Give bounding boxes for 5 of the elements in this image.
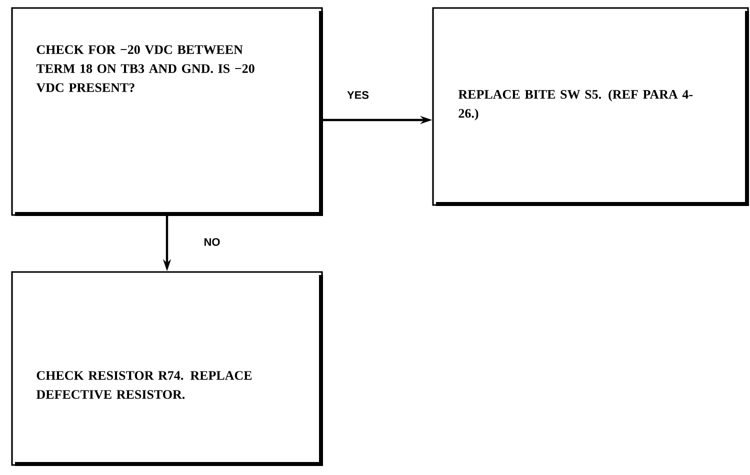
process-box: CHECK FOR −20 VDC BETWEEN TERM 18 ON TB3 AND GND. IS −20 VDC PRESENT? bbox=[11, 7, 323, 216]
process-box: CHECK RESISTOR R74. REPLACE DEFECTIVE RESISTOR. bbox=[11, 271, 323, 466]
edge-label: NO bbox=[202, 237, 222, 247]
edge-label: YES bbox=[346, 90, 370, 100]
process-box: REPLACE BITE SW S5. (REF PARA 4-26.) bbox=[432, 7, 749, 206]
